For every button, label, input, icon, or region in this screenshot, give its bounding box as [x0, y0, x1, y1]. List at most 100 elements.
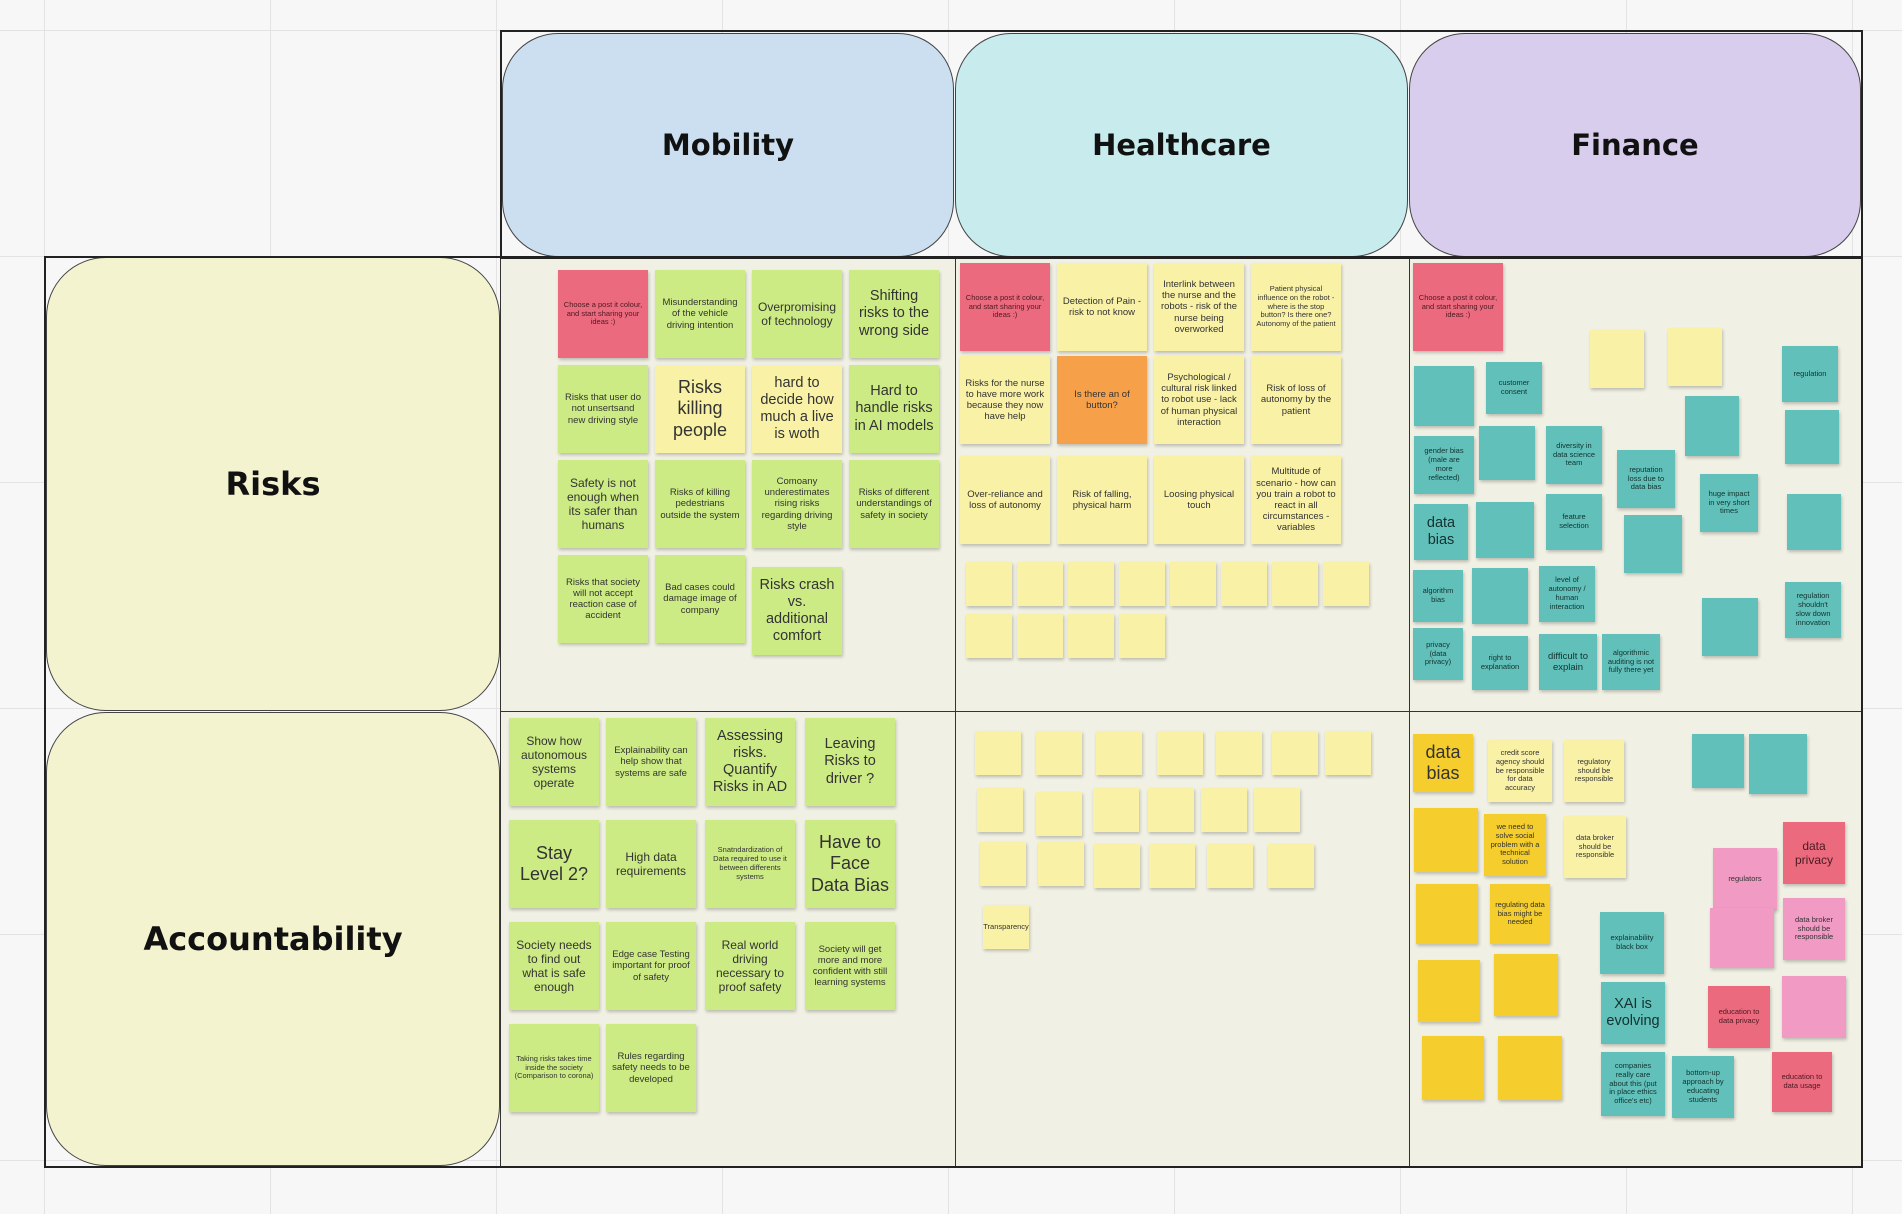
sticky-note[interactable]: Leaving Risks to driver ?	[805, 718, 895, 806]
sticky-note[interactable]: regulation shouldn't slow down innovatio…	[1785, 582, 1841, 638]
sticky-note[interactable]: Shifting risks to the wrong side	[849, 270, 939, 358]
sticky-note[interactable]: data broker should be responsible	[1564, 816, 1626, 878]
sticky-note[interactable]: Loosing physical touch	[1154, 456, 1244, 544]
sticky-note[interactable]: we need to solve social problem with a t…	[1484, 814, 1546, 876]
sticky-note[interactable]: Transparency	[983, 905, 1029, 949]
sticky-note[interactable]: Assessing risks. Quantify Risks in AD	[705, 718, 795, 806]
sticky-note-small[interactable]	[1093, 788, 1139, 832]
sticky-note[interactable]: Rules regarding safety needs to be devel…	[606, 1024, 696, 1112]
sticky-note[interactable]: Detection of Pain - risk to not know	[1057, 263, 1147, 351]
sticky-note-small[interactable]	[1782, 976, 1846, 1038]
sticky-note[interactable]: Over-reliance and loss of autonomy	[960, 456, 1050, 544]
sticky-note-small[interactable]	[1422, 1036, 1484, 1100]
sticky-note-small[interactable]	[966, 562, 1012, 606]
sticky-note[interactable]: Choose a post it colour, and start shari…	[1413, 263, 1503, 351]
sticky-note[interactable]: diversity in data science team	[1546, 426, 1602, 484]
sticky-note[interactable]: data bias	[1413, 734, 1473, 792]
sticky-note[interactable]: Patient physical influence on the robot …	[1251, 263, 1341, 351]
sticky-note[interactable]: Taking risks takes time inside the socie…	[509, 1024, 599, 1112]
cell-accountability-healthcare[interactable]	[955, 711, 1410, 1167]
sticky-note[interactable]: Risks crash vs. additional comfort	[752, 567, 842, 655]
sticky-note[interactable]: Risk of falling, physical harm	[1057, 456, 1147, 544]
sticky-note-small[interactable]	[1323, 562, 1369, 606]
sticky-note-small[interactable]	[1692, 734, 1744, 788]
sticky-note-small[interactable]	[1472, 568, 1528, 624]
sticky-note-small[interactable]	[1096, 731, 1142, 775]
sticky-note[interactable]: Risks for the nurse to have more work be…	[960, 356, 1050, 444]
sticky-note[interactable]: Multitude of scenario - how can you trai…	[1251, 456, 1341, 544]
sticky-note[interactable]: reputation loss due to data bias	[1617, 450, 1675, 508]
sticky-note[interactable]: credit score agency should be responsibl…	[1488, 740, 1552, 802]
sticky-note[interactable]: Edge case Testing important for proof of…	[606, 922, 696, 1010]
sticky-note-small[interactable]	[1702, 598, 1758, 656]
sticky-note[interactable]: Risks that user do not unsertsand new dr…	[558, 365, 648, 453]
sticky-note-small[interactable]	[1207, 844, 1253, 888]
sticky-note-small[interactable]	[1476, 502, 1534, 558]
sticky-note-small[interactable]	[1254, 788, 1300, 832]
sticky-note-small[interactable]	[1785, 410, 1839, 464]
sticky-note-small[interactable]	[1148, 788, 1194, 832]
sticky-note[interactable]: education to data usage	[1772, 1052, 1832, 1112]
column-header-mobility[interactable]: Mobility	[502, 33, 954, 257]
sticky-note[interactable]: Society needs to find out what is safe e…	[509, 922, 599, 1010]
sticky-note-small[interactable]	[1221, 562, 1267, 606]
sticky-note[interactable]: Risks of killing pedestrians outside the…	[655, 460, 745, 548]
sticky-note[interactable]: Psychological / cultural risk linked to …	[1154, 356, 1244, 444]
sticky-note[interactable]: level of autonomy / human interaction	[1539, 566, 1595, 622]
sticky-note[interactable]: huge impact in very short times	[1700, 474, 1758, 532]
sticky-note-small[interactable]	[1749, 734, 1807, 794]
sticky-note[interactable]: Show how autonomous systems operate	[509, 718, 599, 806]
sticky-note[interactable]: bottom-up approach by educating students	[1672, 1056, 1734, 1118]
sticky-note[interactable]: Overpromising of technology	[752, 270, 842, 358]
sticky-note-small[interactable]	[1094, 844, 1140, 888]
sticky-note[interactable]: Snatndardization of Data required to use…	[705, 820, 795, 908]
sticky-note-small[interactable]	[1216, 731, 1262, 775]
sticky-note[interactable]: feature selection	[1546, 494, 1602, 550]
sticky-note-small[interactable]	[966, 614, 1012, 658]
sticky-note[interactable]: Risk of loss of autonomy by the patient	[1251, 356, 1341, 444]
sticky-note-small[interactable]	[1201, 788, 1247, 832]
sticky-note[interactable]: regulation	[1782, 346, 1838, 402]
sticky-note[interactable]: regulating data bias might be needed	[1490, 884, 1550, 944]
sticky-note[interactable]: difficult to explain	[1539, 634, 1597, 690]
sticky-note[interactable]: regulatory should be responsible	[1564, 740, 1624, 802]
sticky-note[interactable]: Bad cases could damage image of company	[655, 555, 745, 643]
sticky-note-small[interactable]	[977, 788, 1023, 832]
sticky-note-small[interactable]	[1414, 366, 1474, 426]
sticky-note[interactable]: Interlink between the nurse and the robo…	[1154, 263, 1244, 351]
sticky-note-small[interactable]	[1272, 731, 1318, 775]
sticky-note[interactable]: privacy (data privacy)	[1413, 628, 1463, 680]
sticky-note[interactable]: data broker should be responsible	[1783, 898, 1845, 960]
sticky-note[interactable]: Real world driving necessary to proof sa…	[705, 922, 795, 1010]
sticky-note[interactable]: Misunderstanding of the vehicle driving …	[655, 270, 745, 358]
sticky-note[interactable]: Stay Level 2?	[509, 820, 599, 908]
sticky-note-small[interactable]	[1668, 328, 1722, 386]
sticky-note-small[interactable]	[1038, 842, 1084, 886]
sticky-note-small[interactable]	[1590, 330, 1644, 388]
sticky-note[interactable]: Safety is not enough when its safer than…	[558, 460, 648, 548]
sticky-note[interactable]: data bias	[1414, 504, 1468, 560]
row-header-risks[interactable]: Risks	[46, 257, 500, 711]
sticky-note-small[interactable]	[1068, 562, 1114, 606]
sticky-note[interactable]: Is there an of button?	[1057, 356, 1147, 444]
sticky-note-small[interactable]	[1036, 731, 1082, 775]
sticky-note[interactable]: XAI is evolving	[1601, 982, 1665, 1044]
row-header-accountability[interactable]: Accountability	[46, 712, 500, 1166]
sticky-note[interactable]: algorithmic auditing is not fully there …	[1602, 634, 1660, 690]
sticky-note-small[interactable]	[1787, 494, 1841, 550]
sticky-note-small[interactable]	[1418, 960, 1480, 1022]
sticky-note[interactable]: Society will get more and more confident…	[805, 922, 895, 1010]
sticky-note-small[interactable]	[1149, 844, 1195, 888]
sticky-note[interactable]: right to explanation	[1472, 636, 1528, 690]
sticky-note[interactable]: regulators	[1713, 848, 1777, 910]
sticky-note-small[interactable]	[1479, 426, 1535, 480]
sticky-note[interactable]: gender bias (male are more reflected)	[1414, 436, 1474, 494]
sticky-note[interactable]: algorithm bias	[1413, 570, 1463, 622]
sticky-note-small[interactable]	[1498, 1036, 1562, 1100]
sticky-note-small[interactable]	[1624, 515, 1682, 573]
sticky-note-small[interactable]	[1416, 884, 1478, 944]
sticky-note-small[interactable]	[1268, 844, 1314, 888]
sticky-note-small[interactable]	[1685, 396, 1739, 456]
sticky-note-small[interactable]	[1494, 954, 1558, 1016]
